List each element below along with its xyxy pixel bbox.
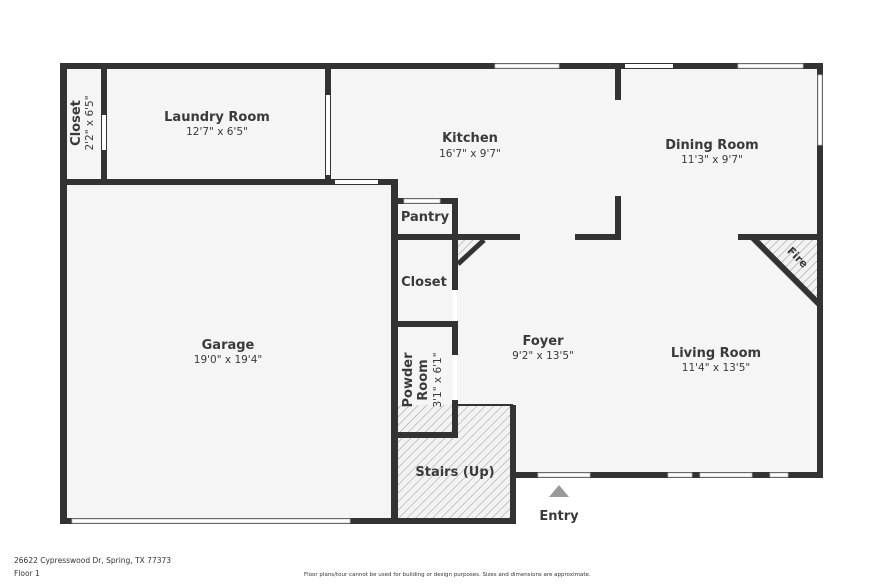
room-dims-dining: 11'3" x 9'7": [681, 154, 743, 166]
room-name-powder-2: Room: [416, 359, 431, 400]
room-name-pantry: Pantry: [401, 210, 450, 225]
room-name-powder: Powder: [401, 352, 416, 408]
room-name-living: Living Room: [671, 346, 761, 361]
room-name-garage: Garage: [202, 338, 255, 353]
room-dims-foyer: 9'2" x 13'5": [512, 350, 574, 362]
room-dims-living: 11'4" x 13'5": [682, 362, 750, 374]
windows: [71, 63, 823, 524]
room-dims-powder: 3'1" x 6'1": [432, 352, 444, 407]
room-name-foyer: Foyer: [523, 334, 565, 349]
room-name-stairs: Stairs (Up): [415, 465, 494, 480]
disclaimer: Floor plans/tour cannot be used for buil…: [304, 572, 591, 578]
room-name-dining: Dining Room: [665, 138, 758, 153]
room-name-closet-2: Closet: [401, 275, 447, 290]
floor-label: Floor 1: [14, 569, 40, 578]
room-name-closet: Closet: [69, 100, 84, 146]
room-dims-kitchen: 16'7" x 9'7": [439, 148, 501, 160]
room-dims-garage: 19'0" x 19'4": [194, 354, 262, 366]
room-name-laundry: Laundry Room: [164, 110, 270, 125]
entry-label: Entry: [539, 509, 579, 524]
room-name-kitchen: Kitchen: [442, 131, 498, 146]
room-dims-closet: 2'2" x 6'5": [84, 95, 96, 150]
room-dims-laundry: 12'7" x 6'5": [186, 126, 248, 138]
address: 26622 Cypresswood Dr, Spring, TX 77373: [14, 556, 172, 565]
entry-arrow-icon: [549, 485, 569, 497]
